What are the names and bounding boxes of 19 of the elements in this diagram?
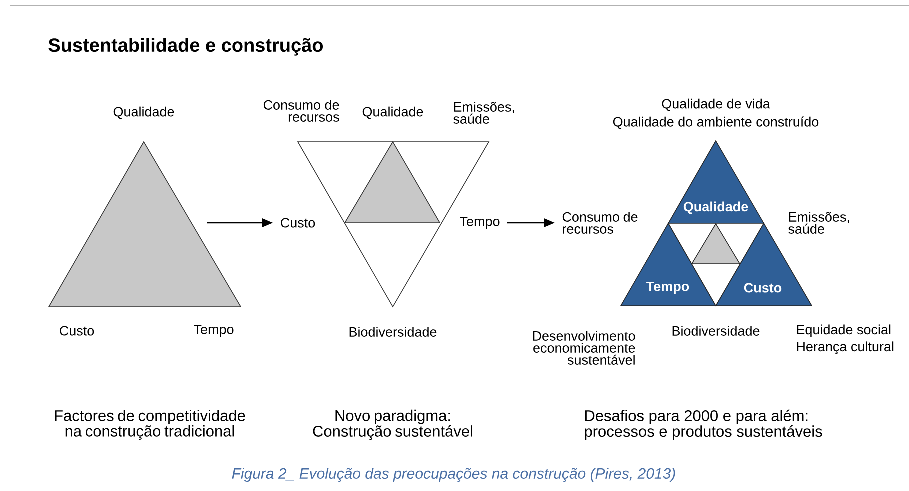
caption-text: Factores de competitividade na construção tradicional bbox=[55, 410, 246, 440]
label: Biodiversidade bbox=[350, 327, 437, 337]
caption-text: Novo paradigma: Construção sustentável bbox=[313, 410, 472, 440]
term-label: Custo bbox=[281, 218, 316, 228]
term-label: Tempo bbox=[460, 216, 500, 230]
label: Custo bbox=[60, 326, 94, 336]
caption-text: Desafios para 2000 e para além: processos e produtos sustentáveis bbox=[585, 410, 822, 440]
label: Consumo de recursos bbox=[264, 100, 340, 122]
label: Desenvolvimento economicamente sustentável bbox=[533, 331, 636, 365]
label: Qualidade de vida bbox=[662, 98, 770, 112]
label: Qualidade bbox=[114, 106, 174, 120]
label: Qualidade bbox=[362, 106, 424, 120]
label: Herança cultural bbox=[797, 342, 894, 354]
label: Emissões, saúde bbox=[454, 102, 514, 124]
label: Tempo bbox=[194, 324, 234, 338]
caption: Figura 2_ Evolução das preocupações na construção (Pires, 2013) bbox=[232, 468, 676, 482]
label: Equidade social bbox=[797, 324, 891, 338]
label: Biodiversidade bbox=[672, 326, 760, 336]
title: Sustentabilidade e construção bbox=[48, 38, 323, 56]
